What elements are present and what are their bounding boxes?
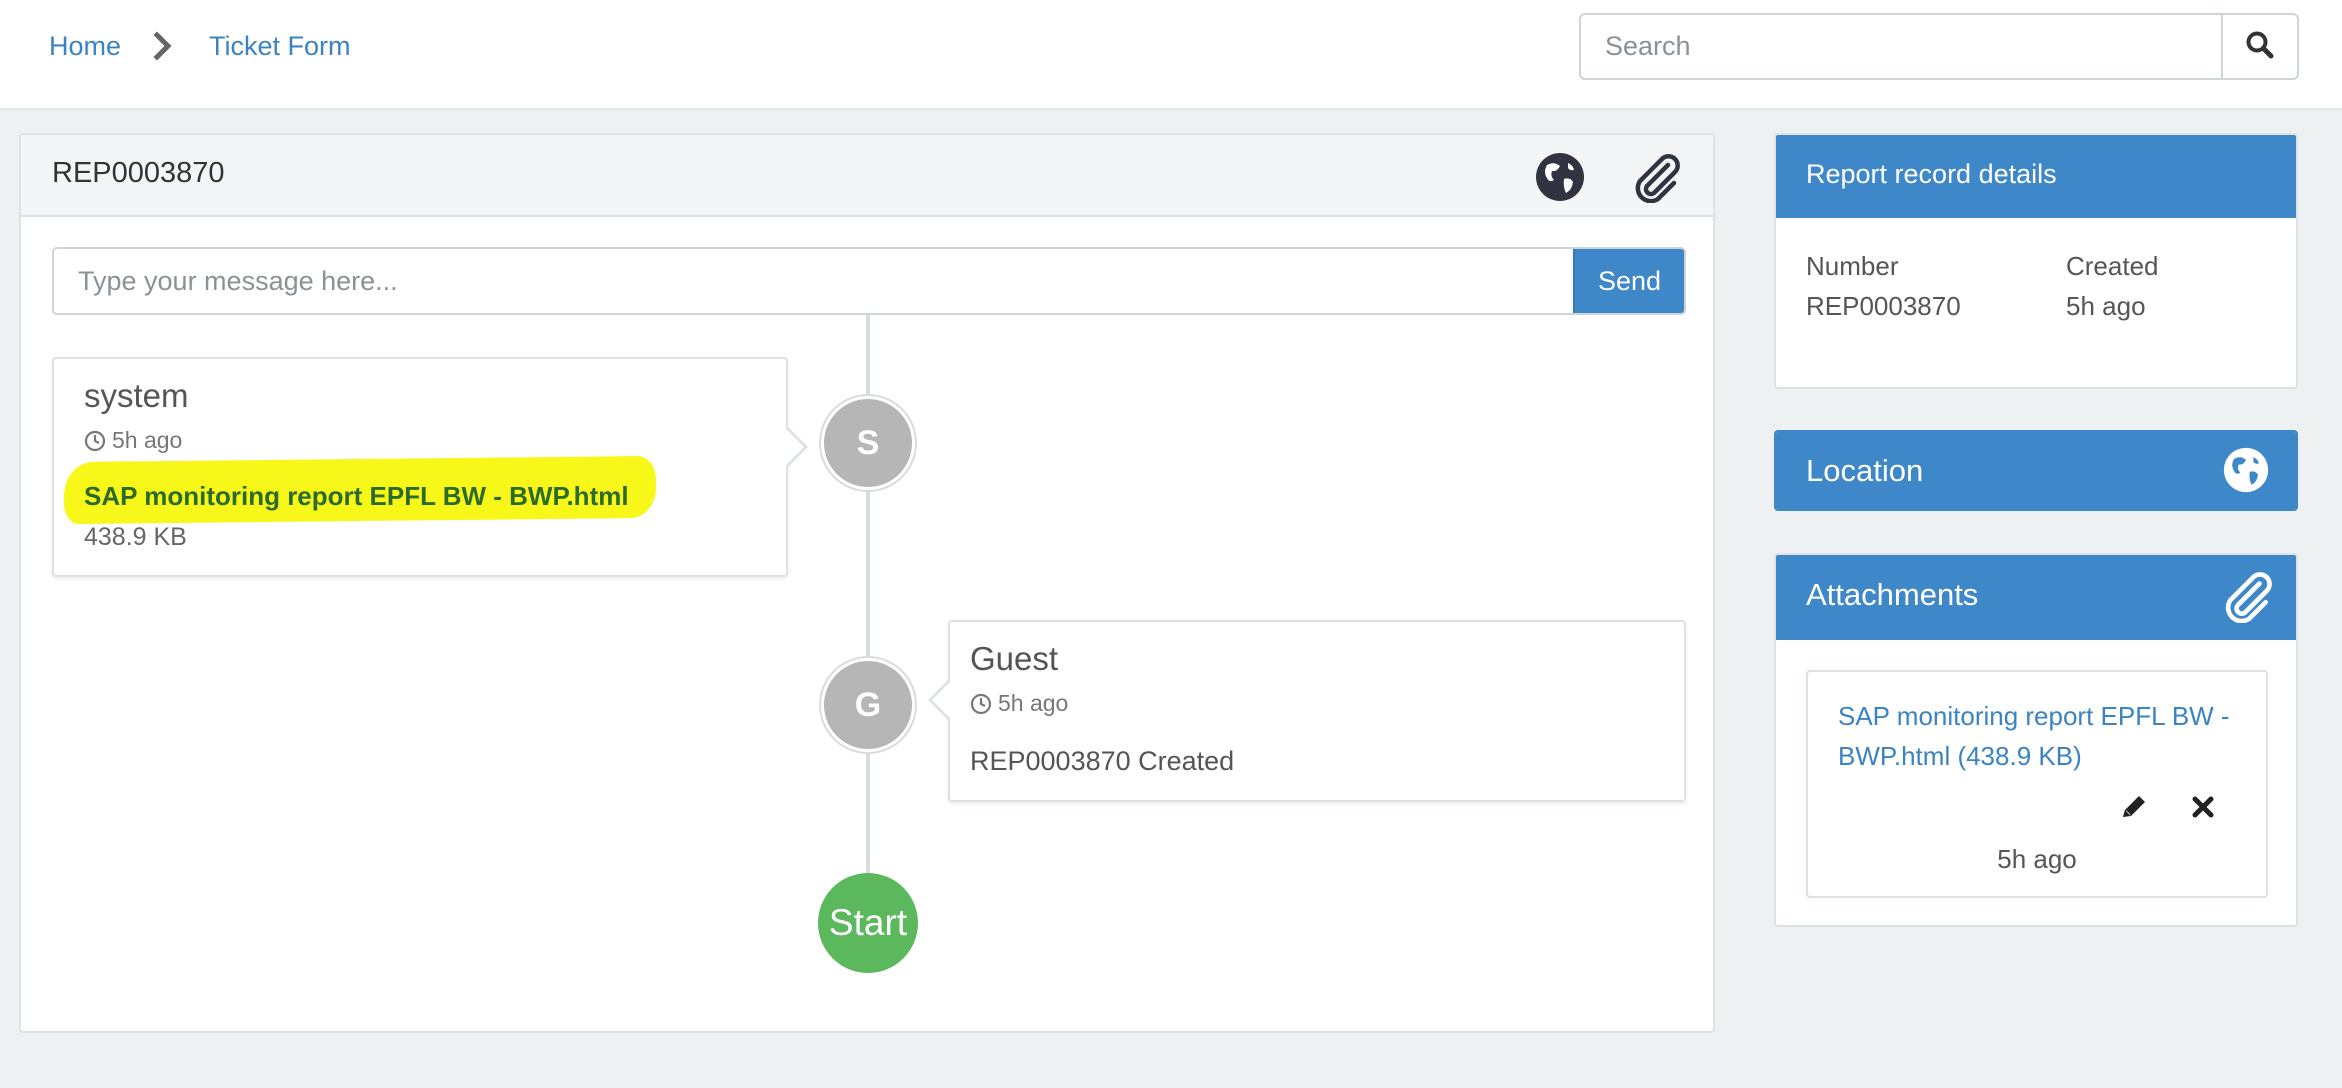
timeline-avatar-system: S [821,396,915,490]
search-button[interactable] [2221,15,2297,78]
record-details-title: Report record details [1806,159,2057,189]
attachments-header: Attachments [1776,555,2296,640]
breadcrumb-home-link[interactable]: Home [49,30,122,61]
created-value: 5h ago [2066,291,2146,321]
globe-icon[interactable] [1534,151,1586,203]
search-group [1579,13,2299,80]
location-title: Location [1806,453,1924,488]
paperclip-icon [2220,569,2274,624]
entry-timestamp: 5h ago [84,427,182,454]
entry-author: Guest [970,640,1059,677]
location-header[interactable]: Location [1776,432,2296,509]
timeline-start-node: Start [818,873,918,973]
chevron-right-icon [141,28,185,64]
attachment-item: SAP monitoring report EPFL BW - BWP.html… [1806,670,2268,898]
ticket-number-title: REP0003870 [52,157,225,189]
clock-icon [84,430,106,451]
timeline-line [866,315,870,945]
search-input[interactable] [1581,15,2221,78]
attachment-file-link[interactable]: SAP monitoring report EPFL BW - BWP.html [84,481,629,511]
number-value: REP0003870 [1806,291,1961,321]
location-panel[interactable]: Location [1774,430,2298,511]
entry-author: system [84,377,189,414]
breadcrumb: Home Ticket Form [49,28,351,64]
timeline-avatar-guest: G [821,658,915,752]
ticket-panel-header: REP0003870 [21,135,1713,217]
attachment-file-size: 438.9 KB [84,523,187,551]
number-label: Number [1806,251,1899,281]
card-pointer [928,678,952,722]
created-label: Created [2066,251,2159,281]
message-row: Send [52,247,1686,315]
pencil-icon[interactable] [2117,790,2151,824]
top-bar: Home Ticket Form [0,0,2342,110]
ticket-panel: REP0003870 Send system 5h ago SAP monito… [19,133,1715,1033]
message-input[interactable] [54,249,1573,313]
attachments-panel: Attachments SAP monitoring report EPFL B… [1774,553,2298,927]
search-icon [2245,30,2275,63]
entry-message: REP0003870 Created [970,746,1235,776]
entry-timestamp: 5h ago [970,690,1068,717]
clock-icon [970,693,992,714]
attachment-link[interactable]: SAP monitoring report EPFL BW - BWP.html… [1838,701,2230,771]
entry-time-text: 5h ago [112,427,183,453]
entry-time-text: 5h ago [998,690,1069,716]
timeline-entry-guest: Guest 5h ago REP0003870 Created [928,620,1686,802]
attachments-title: Attachments [1806,577,1979,612]
record-details-panel: Report record details Number REP0003870 … [1774,133,2298,389]
attachment-time: 5h ago [1997,844,2077,874]
globe-icon [2222,446,2270,494]
breadcrumb-ticket-form-link[interactable]: Ticket Form [209,30,351,61]
timeline-entry-system: system 5h ago SAP monitoring report EPFL… [52,357,808,577]
close-icon[interactable] [2186,790,2220,824]
record-details-header: Report record details [1776,135,2296,218]
card-pointer [784,425,808,469]
send-button[interactable]: Send [1573,249,1684,313]
paperclip-icon[interactable] [1630,151,1682,204]
